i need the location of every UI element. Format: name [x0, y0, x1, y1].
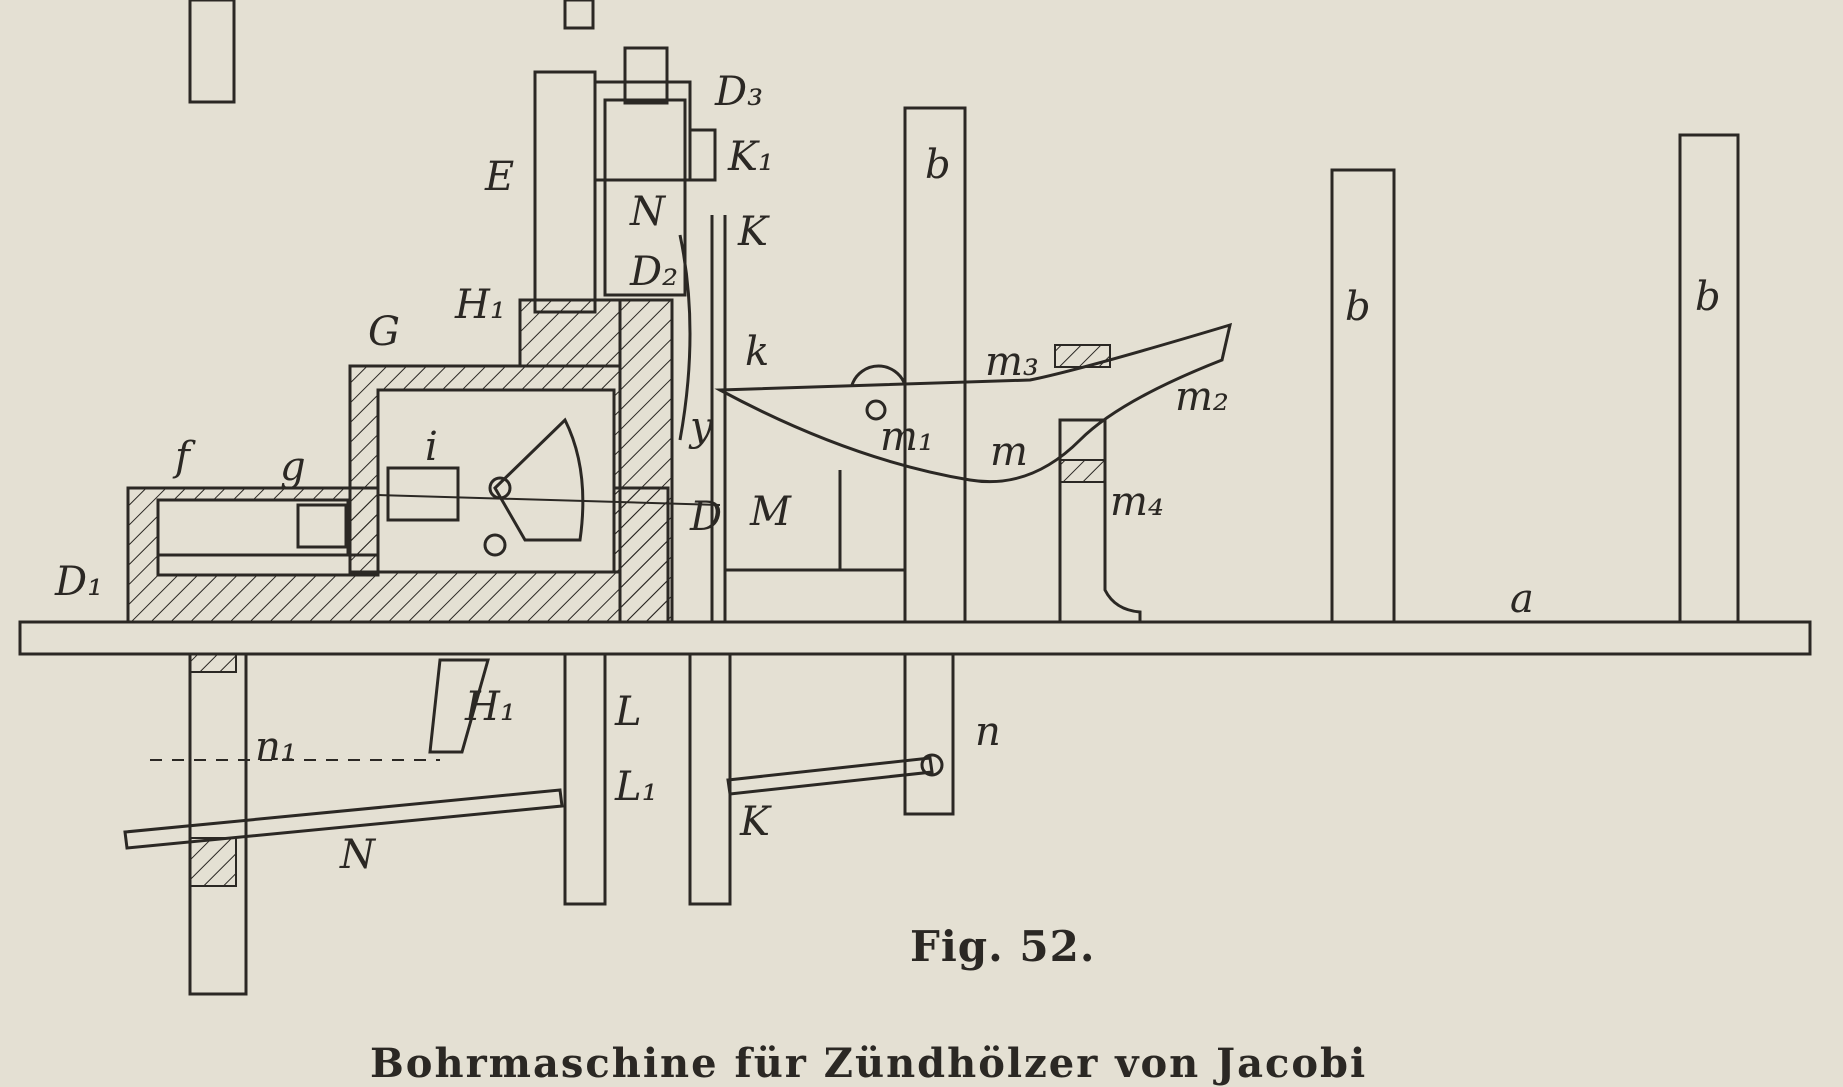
label-H1: H₁	[454, 282, 506, 328]
upright-bar	[1678, 133, 1740, 624]
label-D: D	[689, 494, 722, 540]
frame-M	[723, 568, 907, 624]
support-m4	[1058, 418, 1142, 624]
label-G: G	[368, 309, 400, 355]
pivot-n	[920, 753, 944, 777]
label-n: n	[975, 709, 1001, 755]
label-b: b	[1695, 274, 1721, 320]
drill-axis	[377, 494, 721, 506]
label-y: y	[688, 404, 714, 450]
base-plate	[18, 620, 1812, 656]
label-K-lower: K	[739, 799, 772, 845]
upright-bar	[1330, 168, 1396, 624]
label-K1: K₁	[727, 134, 774, 180]
half-disc	[850, 364, 907, 386]
label-k: k	[745, 329, 769, 375]
housing-inner	[156, 553, 380, 577]
figure-caption: Fig. 52.	[910, 922, 1096, 971]
label-b: b	[925, 142, 951, 188]
label-a: a	[1510, 576, 1534, 622]
connecting-rod	[726, 756, 934, 796]
lever-rod	[123, 788, 564, 850]
label-K: K	[737, 209, 770, 255]
label-i: i	[425, 424, 438, 470]
housing-inner	[156, 498, 350, 562]
label-n1: n₁	[255, 724, 297, 770]
label-D1: D₁	[54, 559, 103, 605]
label-H1-lower: H₁	[464, 684, 516, 730]
top-small-block	[688, 128, 717, 182]
drill-holder	[386, 466, 460, 522]
label-N: N	[629, 189, 667, 235]
upright-bar	[903, 106, 967, 624]
support-hatch	[1059, 459, 1106, 483]
label-N-lower: N	[339, 832, 377, 878]
label-D3: D₃	[714, 69, 763, 115]
top-block	[593, 80, 692, 182]
label-M: M	[749, 489, 792, 535]
column-H	[618, 298, 674, 624]
box-G-inner	[376, 388, 616, 574]
tilted-block	[428, 658, 490, 754]
upper-slide	[623, 46, 669, 105]
lower-column-hatch	[189, 653, 237, 673]
label-m1: m₁	[880, 414, 934, 460]
label-g: g	[280, 444, 306, 490]
label-L1: L₁	[614, 764, 658, 810]
lever-pivot	[865, 399, 887, 421]
lower-slide	[903, 652, 955, 816]
label-b: b	[1345, 284, 1371, 330]
label-m4: m₄	[1110, 479, 1164, 525]
curved-disc	[678, 234, 692, 441]
rack-bar	[563, 652, 607, 906]
label-f: f	[172, 434, 196, 480]
lower-column-hatch	[189, 837, 237, 887]
label-E: E	[484, 154, 514, 200]
label-m3: m₃	[985, 339, 1039, 385]
rack-bar	[688, 652, 732, 906]
drill-pivot	[483, 533, 507, 557]
drill-sector	[493, 417, 585, 542]
top-tiny-block	[563, 0, 595, 30]
figure-title: Bohrmaschine für Zündhölzer von Jacobi	[370, 1040, 1368, 1087]
lever-m	[714, 322, 1233, 484]
upper-slide	[533, 70, 597, 314]
label-L: L	[614, 689, 642, 735]
label-D2: D₂	[629, 249, 678, 295]
label-m2: m₂	[1175, 374, 1229, 420]
label-m: m	[990, 429, 1028, 475]
block-m3	[1054, 344, 1111, 368]
upper-slide	[603, 98, 687, 297]
drill-chuck	[296, 503, 348, 549]
post	[188, 0, 236, 104]
